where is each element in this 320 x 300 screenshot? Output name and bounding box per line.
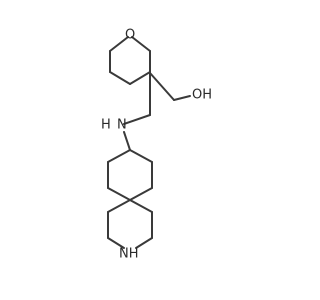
bond-n-ch: [123, 131, 131, 151]
bond-c4-ch2oh: [149, 72, 175, 101]
bond-pr-n: [135, 237, 153, 249]
cyclohexane-ring: [107, 149, 153, 201]
bond-spiro-right: [129, 199, 153, 213]
bond-left-spiro: [107, 187, 131, 201]
ring-oxygen-label: O: [125, 28, 135, 43]
bond-ch2-oh: [173, 95, 191, 101]
bond-spiro-left: [107, 199, 131, 213]
bond-o-c6: [131, 36, 151, 52]
oxane-ring: [109, 36, 151, 85]
aminomethyl-linker: [123, 72, 151, 151]
amine-hydrogen-label: H: [101, 118, 111, 133]
chemical-structure-diagram: O OH N H NH: [101, 28, 212, 262]
bond-c5-c4: [129, 71, 151, 85]
piperidine-ring: [107, 199, 153, 249]
bond-pl-n: [107, 237, 125, 249]
bond-ch-left: [107, 149, 131, 163]
bond-ch-right: [129, 149, 153, 163]
bond-c3-c4: [109, 71, 131, 85]
structure-canvas: O OH N H NH: [101, 27, 213, 262]
hydroxyl-label: OH: [192, 88, 212, 103]
bond-ch2-n: [123, 114, 151, 125]
ring-nitrogen-label: NH: [119, 247, 139, 262]
hydroxymethyl-group: [149, 72, 191, 101]
amine-nitrogen-label: N: [117, 118, 127, 133]
bond-o-c2: [109, 36, 129, 52]
bond-right-spiro: [129, 187, 153, 201]
